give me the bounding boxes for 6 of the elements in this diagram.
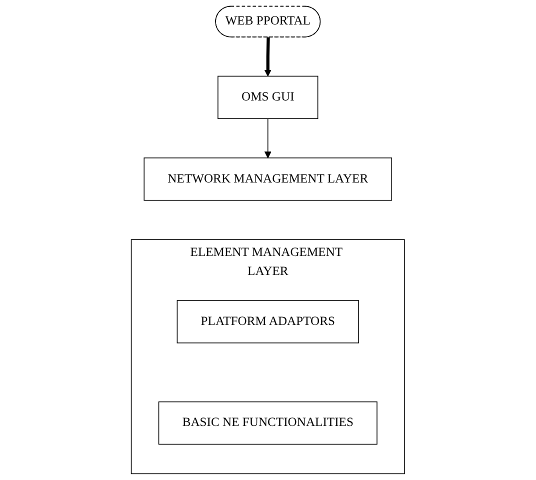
node-box: OMS GUI bbox=[218, 76, 318, 120]
node-box: PLATFORM ADAPTORS bbox=[176, 300, 360, 344]
node-box: BASIC NE FUNCTIONALITIES bbox=[158, 401, 378, 445]
node-box: NETWORK MANAGEMENT LAYER bbox=[144, 158, 392, 201]
arrow bbox=[264, 37, 272, 77]
arrow bbox=[264, 118, 272, 158]
